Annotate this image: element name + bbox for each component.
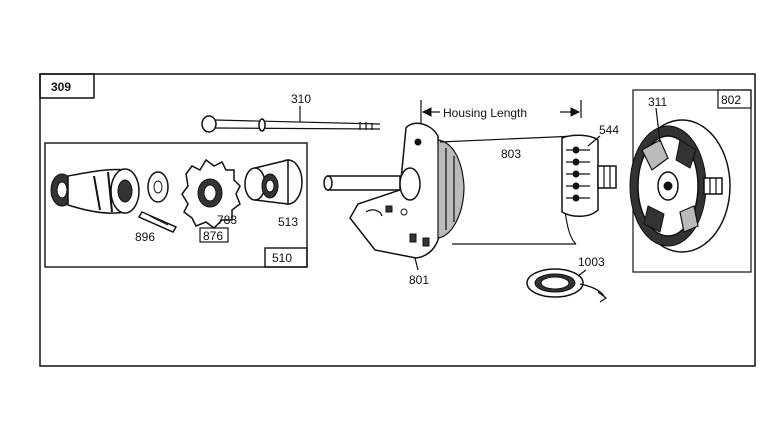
label-1003: 1003 bbox=[578, 255, 605, 269]
armature bbox=[323, 139, 465, 239]
label-876: 876 bbox=[203, 229, 223, 243]
subassembly-number: 510 bbox=[272, 251, 292, 265]
pinion-gear bbox=[181, 158, 241, 243]
subassembly-number-box bbox=[264, 247, 308, 268]
subassembly-frame bbox=[44, 142, 308, 268]
washer bbox=[147, 171, 169, 203]
label-544: 544 bbox=[599, 123, 619, 137]
commutator-brush-assembly bbox=[561, 134, 617, 217]
label-311: 311 bbox=[648, 95, 667, 109]
label-513: 513 bbox=[278, 215, 298, 229]
roll-pin bbox=[137, 211, 178, 233]
assembly-frame bbox=[39, 73, 756, 367]
label-802: 802 bbox=[721, 93, 741, 107]
housing-length-dimension bbox=[420, 100, 582, 124]
drive-cap bbox=[244, 159, 303, 205]
assembly-number-box bbox=[39, 73, 95, 99]
label-896: 896 bbox=[135, 230, 155, 244]
through-bolt bbox=[201, 115, 381, 133]
label-310: 310 bbox=[291, 92, 311, 106]
part-802-label-box bbox=[717, 89, 752, 109]
assembly-number: 309 bbox=[51, 80, 71, 94]
label-783: 783 bbox=[217, 213, 237, 227]
housing-length-label: Housing Length bbox=[443, 106, 527, 120]
drive-helix bbox=[50, 168, 140, 214]
retaining-washer bbox=[526, 268, 608, 303]
label-803: 803 bbox=[501, 147, 521, 161]
end-cap bbox=[629, 119, 731, 253]
label-801: 801 bbox=[409, 273, 429, 287]
